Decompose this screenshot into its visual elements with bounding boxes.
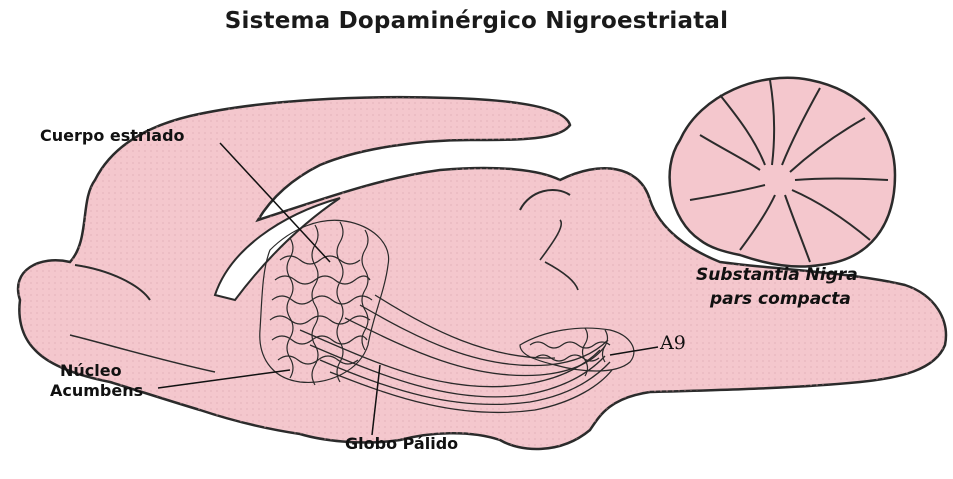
label-globo-palido: Globo Pálido xyxy=(345,434,458,453)
label-substantia-nigra: Substantia Nigra xyxy=(696,266,858,285)
label-pars-compacta: pars compacta xyxy=(710,290,851,309)
label-nucleo: Núcleo xyxy=(60,361,122,380)
cerebellum xyxy=(670,78,895,267)
label-a9: A9 xyxy=(660,334,686,353)
label-cuerpo-estriado: Cuerpo estriado xyxy=(40,126,185,145)
label-acumbens: Acumbens xyxy=(50,381,143,400)
